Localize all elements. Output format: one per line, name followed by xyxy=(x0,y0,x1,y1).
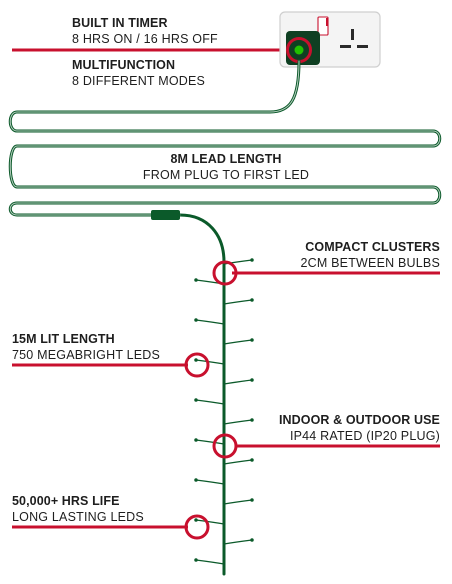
led-bulb-icon xyxy=(223,419,253,425)
indoor-heading: INDOOR & OUTDOOR USE xyxy=(278,413,440,427)
timer-heading: BUILT IN TIMER xyxy=(72,16,168,30)
lead-label: 8M LEAD LENGTH FROM PLUG TO FIRST LED xyxy=(126,151,326,183)
multifunction-subtext: 8 DIFFERENT MODES xyxy=(72,74,206,88)
life-subtext: LONG LASTING LEDS xyxy=(12,510,144,524)
lead-subtext: FROM PLUG TO FIRST LED xyxy=(142,168,310,182)
led-bulb-icon xyxy=(195,439,225,445)
led-bulb-icon xyxy=(195,479,225,485)
led-bulb-tip xyxy=(194,278,198,282)
led-bulb-icon xyxy=(195,519,225,525)
led-bulb-tip xyxy=(250,258,254,262)
led-bulb-icon xyxy=(223,539,253,545)
timer-label: BUILT IN TIMER 8 HRS ON / 16 HRS OFF xyxy=(72,15,218,47)
led-bulb-icon xyxy=(195,359,225,365)
lit-length-heading: 15M LIT LENGTH xyxy=(12,332,115,346)
led-bulb-icon xyxy=(195,399,225,405)
indoor-highlight-circle xyxy=(212,433,238,459)
led-bulb-icon xyxy=(195,319,225,325)
multifunction-label: MULTIFUNCTION 8 DIFFERENT MODES xyxy=(72,57,205,89)
led-bulb-icon xyxy=(195,559,225,565)
led-bulb-icon xyxy=(223,299,253,305)
led-bulb-tip xyxy=(250,418,254,422)
controller-box-icon xyxy=(151,210,180,220)
led-bulb-tip xyxy=(194,478,198,482)
life-highlight-circle xyxy=(184,514,210,540)
led-bulb-tip xyxy=(194,318,198,322)
indoor-label: INDOOR & OUTDOOR USE IP44 RATED (IP20 PL… xyxy=(240,412,440,444)
clusters-subtext: 2CM BETWEEN BULBS xyxy=(300,256,440,270)
led-bulb-tip xyxy=(250,538,254,542)
timer-subtext: 8 HRS ON / 16 HRS OFF xyxy=(72,32,218,46)
led-bulb-icon xyxy=(223,339,253,345)
led-bulb-tip xyxy=(194,398,198,402)
led-bulb-tip xyxy=(250,498,254,502)
led-bulb-tip xyxy=(250,378,254,382)
life-label: 50,000+ HRS LIFE LONG LASTING LEDS xyxy=(12,493,144,525)
led-bulb-tip xyxy=(250,458,254,462)
life-heading: 50,000+ HRS LIFE xyxy=(12,494,120,508)
led-bulb-tip xyxy=(194,518,198,522)
indoor-subtext: IP44 RATED (IP20 PLUG) xyxy=(289,429,440,443)
lit-length-label: 15M LIT LENGTH 750 MEGABRIGHT LEDS xyxy=(12,331,160,363)
led-bulb-tip xyxy=(194,438,198,442)
clusters-label: COMPACT CLUSTERS 2CM BETWEEN BULBS xyxy=(240,239,440,271)
led-bulb-tip xyxy=(250,298,254,302)
plug-controller-icon xyxy=(286,31,320,65)
led-bulb-tip xyxy=(194,358,198,362)
lit-length-highlight-circle xyxy=(184,352,210,378)
clusters-highlight-circle xyxy=(212,260,238,286)
multifunction-heading: MULTIFUNCTION xyxy=(72,58,176,72)
led-bulb-icon xyxy=(223,459,253,465)
led-bulb-tip xyxy=(194,558,198,562)
led-bulb-icon xyxy=(223,259,253,265)
lit-length-subtext: 750 MEGABRIGHT LEDS xyxy=(12,348,161,362)
lead-heading: 8M LEAD LENGTH xyxy=(170,152,282,166)
clusters-heading: COMPACT CLUSTERS xyxy=(305,240,440,254)
led-bulb-icon xyxy=(223,499,253,505)
led-bulbs xyxy=(194,258,254,565)
led-bulb-icon xyxy=(223,379,253,385)
led-bulb-tip xyxy=(250,338,254,342)
